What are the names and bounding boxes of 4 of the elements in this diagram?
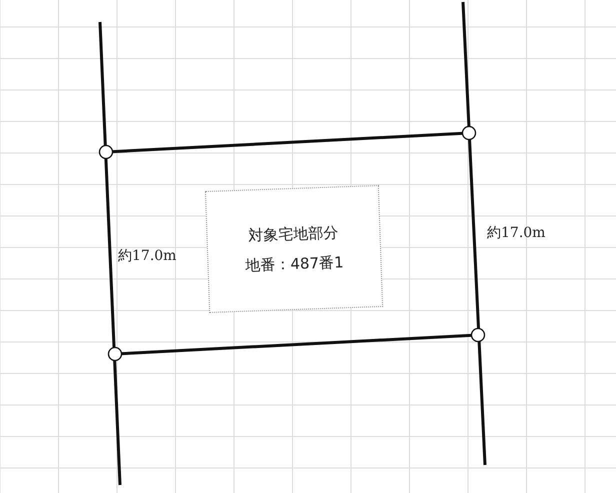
dimension-label: 約17.0m	[118, 247, 176, 265]
dimension-label: 約17.0m	[487, 224, 546, 242]
lot-label: 地番：487番1	[244, 252, 344, 277]
lot-label: 対象宅地部分	[248, 222, 339, 247]
